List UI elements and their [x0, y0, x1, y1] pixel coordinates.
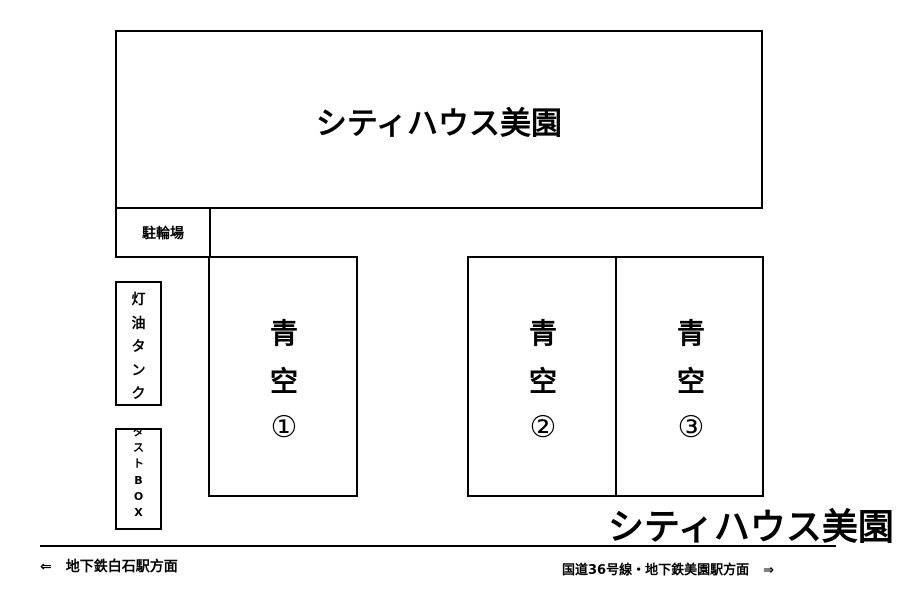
- direction-right: 国道36号線・地下鉄美園駅方面 ⇒: [562, 559, 774, 578]
- road-line: [40, 545, 836, 547]
- kerosene-char: ン: [131, 362, 146, 379]
- direction-right-text: 国道36号線・地下鉄美園駅方面: [562, 563, 750, 578]
- lot-number: ①: [270, 410, 298, 445]
- vacancy-char: 空: [269, 365, 298, 398]
- lot-number: ③: [677, 410, 705, 445]
- dust-box-label: ダ ス ト B O X: [117, 428, 160, 521]
- dust-char: X: [134, 506, 143, 520]
- vacancy-char: 空: [528, 365, 557, 398]
- kerosene-char: タ: [131, 339, 146, 355]
- lot-divider: [615, 258, 617, 495]
- parking-lot-1: 青 空 ①: [208, 256, 358, 497]
- apartment-building: シティハウス美園: [115, 30, 763, 209]
- bicycle-parking-label: 駐輪場: [142, 226, 184, 242]
- dust-char: O: [133, 489, 144, 503]
- kerosene-char: ク: [131, 386, 146, 402]
- dust-char: B: [134, 473, 143, 487]
- dust-char: ス: [133, 441, 144, 455]
- kerosene-char: 灯: [131, 292, 146, 308]
- dust-char: ト: [133, 457, 144, 471]
- dust-box: ダ ス ト B O X: [115, 428, 162, 530]
- parking-lot-3-label: 青 空 ③: [617, 310, 765, 450]
- direction-left: ⇐ 地下鉄白石駅方面: [40, 556, 178, 576]
- left-arrow-icon: ⇐: [40, 559, 52, 575]
- vacancy-char: 青: [676, 317, 705, 350]
- parking-lot-label: 青 空 ①: [210, 310, 358, 450]
- parking-lots-2-3: 青 空 ② 青 空 ③: [467, 256, 764, 497]
- vacancy-char: 空: [676, 365, 705, 398]
- bicycle-parking: 駐輪場: [115, 207, 211, 258]
- building-name: シティハウス美園: [315, 106, 563, 142]
- kerosene-char: 油: [131, 315, 146, 332]
- parking-lot-2-label: 青 空 ②: [469, 310, 617, 450]
- dust-char: ダ: [133, 428, 144, 438]
- vacancy-char: 青: [528, 317, 557, 350]
- vacancy-char: 青: [269, 317, 298, 350]
- direction-left-text: 地下鉄白石駅方面: [65, 559, 178, 575]
- right-arrow-icon: ⇒: [763, 563, 774, 578]
- kerosene-tank: 灯 油 タ ン ク: [115, 281, 162, 406]
- lot-number: ②: [529, 410, 557, 445]
- building-logo-text: シティハウス美園: [608, 507, 894, 548]
- kerosene-tank-label: 灯 油 タ ン ク: [117, 289, 160, 407]
